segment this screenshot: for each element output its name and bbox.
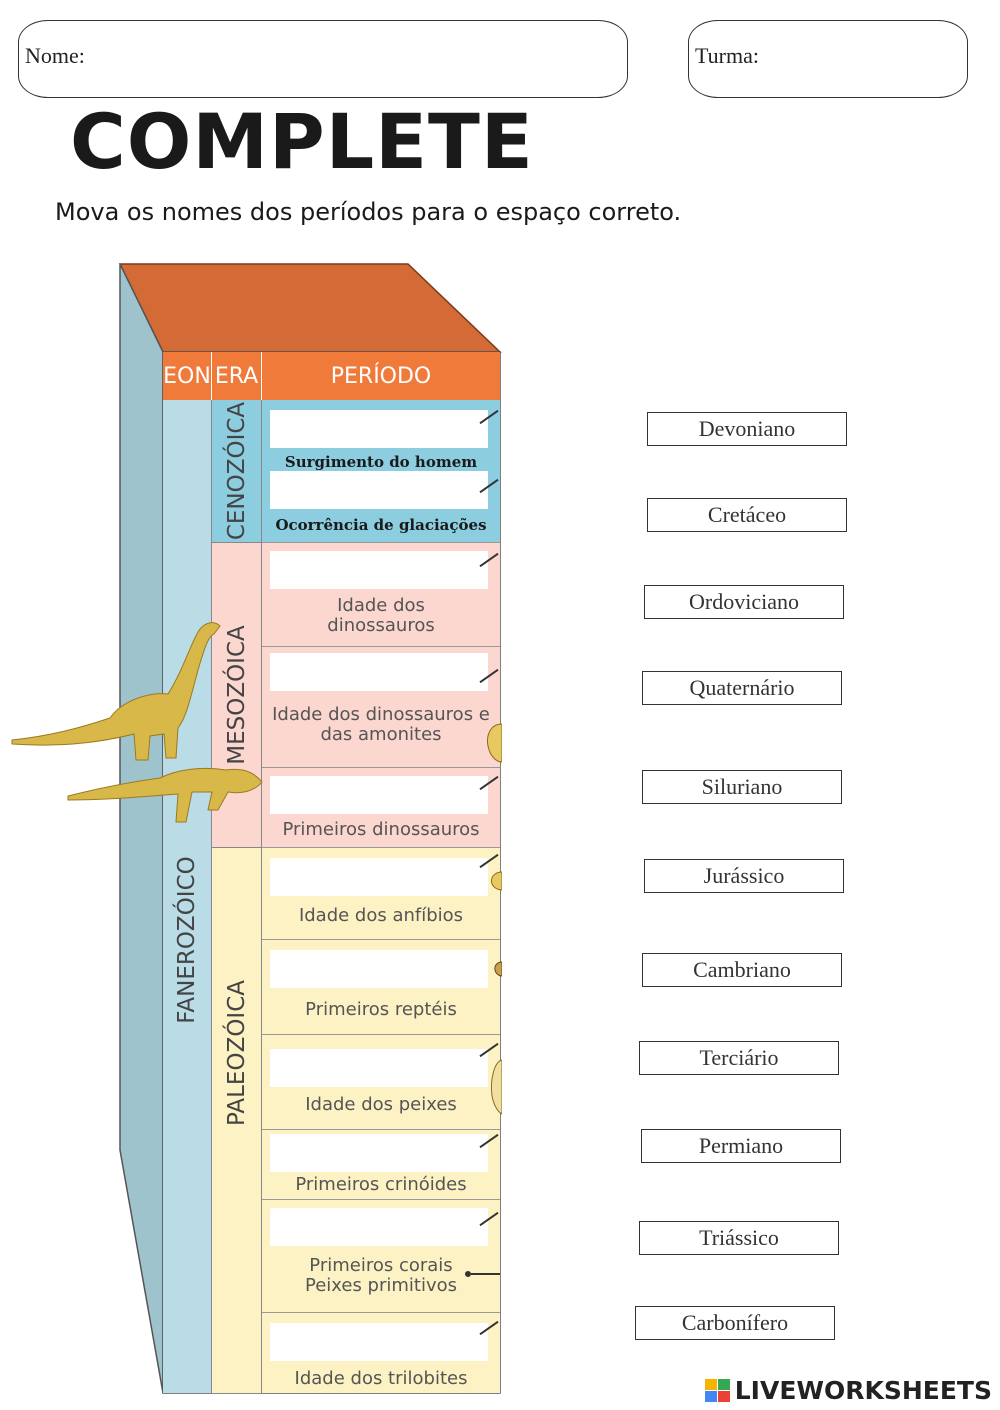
era-cenozoic-label: CENOZÓICA: [223, 401, 250, 541]
option-siluriano[interactable]: Siluriano: [642, 770, 842, 804]
drop-slot-11[interactable]: [270, 1323, 488, 1361]
era-paleozoic-label: PALEOZÓICA: [223, 979, 250, 1127]
class-label: Turma:: [695, 43, 759, 68]
period-desc-10: Primeiros corais Peixes primitivos: [304, 1255, 458, 1296]
page-title: COMPLETE: [70, 97, 534, 186]
period-row-11: Idade dos trilobites: [262, 1313, 500, 1393]
drop-slot-4[interactable]: [270, 653, 488, 691]
period-desc-8: Idade dos peixes: [305, 1094, 457, 1115]
drop-slot-5[interactable]: [270, 776, 488, 814]
option-carbonifero[interactable]: Carbonífero: [635, 1306, 835, 1340]
option-cambriano[interactable]: Cambriano: [642, 953, 842, 987]
period-row-5: Primeiros dinossauros: [262, 768, 500, 848]
column-3d-block: [118, 263, 502, 1394]
period-row-2: Ocorrência de glaciações: [262, 471, 500, 543]
logo-text: LIVEWORKSHEETS: [734, 1376, 992, 1405]
header-era: ERA: [212, 352, 262, 400]
drop-slot-8[interactable]: [270, 1049, 488, 1087]
period-desc-11: Idade dos trilobites: [294, 1368, 468, 1389]
drop-slot-2[interactable]: [270, 471, 488, 509]
drop-slot-10[interactable]: [270, 1208, 488, 1246]
period-desc-6: Idade dos anfíbios: [298, 905, 464, 926]
period-row-3: Idade dos dinossauros: [262, 543, 500, 647]
period-desc-7: Primeiros reptéis: [305, 999, 457, 1020]
option-triassico[interactable]: Triássico: [639, 1221, 839, 1255]
option-quaternario[interactable]: Quaternário: [642, 671, 842, 705]
option-permiano[interactable]: Permiano: [641, 1129, 841, 1163]
eon-label: FANEROZÓICO: [174, 856, 200, 1024]
dinosaur-illustrations: [11, 622, 263, 823]
period-row-10: Primeiros corais Peixes primitivos: [262, 1200, 500, 1313]
period-row-7: Primeiros reptéis: [262, 940, 500, 1035]
period-desc-3: Idade dos dinossauros: [327, 595, 435, 636]
fossil-illustrations: [487, 723, 502, 1115]
period-row-1: Surgimento do homem: [262, 400, 500, 471]
period-desc-9: Primeiros crinóides: [295, 1174, 467, 1195]
pointer-line: [471, 1273, 500, 1275]
drop-slot-9[interactable]: [270, 1134, 488, 1172]
option-ordoviciano[interactable]: Ordoviciano: [644, 585, 844, 619]
era-cenozoic: CENOZÓICA: [212, 400, 262, 543]
logo-mark-icon: [704, 1378, 730, 1402]
pointer-dot: [465, 1271, 471, 1277]
period-desc-2: Ocorrência de glaciações: [275, 516, 487, 534]
option-terciario[interactable]: Terciário: [639, 1041, 839, 1075]
name-field[interactable]: Nome:: [18, 20, 628, 98]
period-desc-1: Surgimento do homem: [284, 453, 478, 471]
period-desc-4: Idade dos dinossauros e das amonites: [272, 704, 490, 745]
instruction-text: Mova os nomes dos períodos para o espaço…: [55, 198, 682, 226]
class-field[interactable]: Turma:: [688, 20, 968, 98]
drop-slot-1[interactable]: [270, 410, 488, 448]
period-row-4: Idade dos dinossauros e das amonites: [262, 647, 500, 768]
name-label: Nome:: [25, 43, 85, 68]
era-paleozoic: PALEOZÓICA: [212, 848, 262, 1394]
option-cretaceo[interactable]: Cretáceo: [647, 498, 847, 532]
drop-slot-3[interactable]: [270, 551, 488, 589]
header-period: PERÍODO: [262, 352, 500, 400]
period-row-6: Idade dos anfíbios: [262, 848, 500, 940]
option-jurassico[interactable]: Jurássico: [644, 859, 844, 893]
option-devoniano[interactable]: Devoniano: [647, 412, 847, 446]
header-eon: EON: [163, 352, 212, 400]
drop-slot-6[interactable]: [270, 858, 488, 896]
period-row-8: Idade dos peixes: [262, 1035, 500, 1130]
liveworksheets-logo: LIVEWORKSHEETS: [704, 1376, 992, 1405]
eon-column: FANEROZÓICO: [163, 400, 212, 1393]
drop-slot-7[interactable]: [270, 950, 488, 988]
period-row-9: Primeiros crinóides: [262, 1130, 500, 1200]
period-desc-5: Primeiros dinossauros: [282, 819, 480, 840]
